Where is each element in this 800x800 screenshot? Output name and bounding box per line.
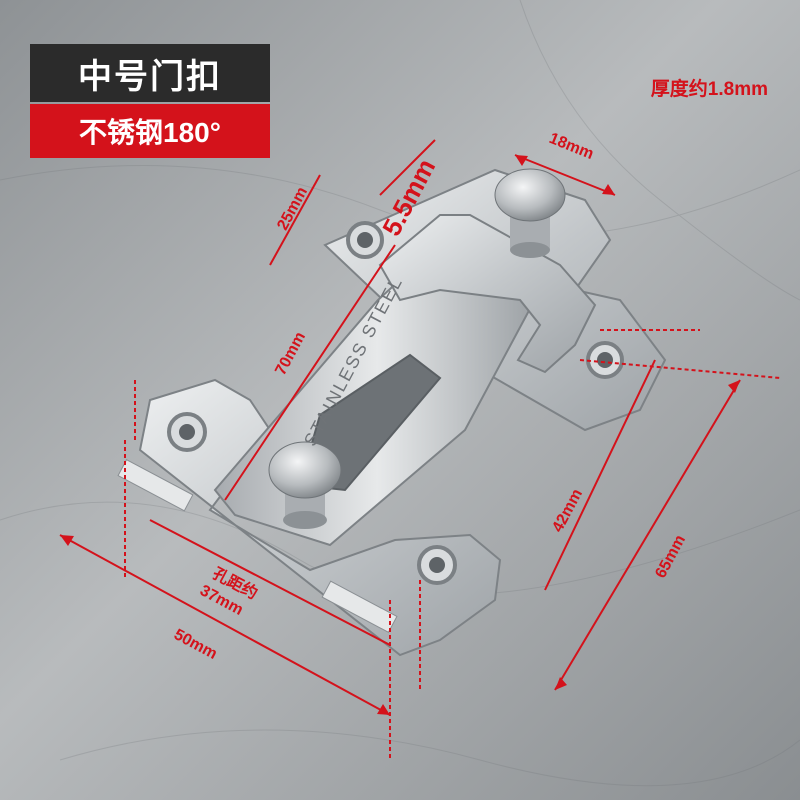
material-badge: 不锈钢180° [30,104,270,158]
product-size-badge: 中号门扣 [30,44,270,102]
lower-plate [117,378,502,657]
thickness-label: 厚度约1.8mm [650,79,768,100]
hook-bracket [378,214,597,374]
top-knob [494,168,566,258]
bottom-knob [268,441,342,529]
dimension-lines [59,139,781,760]
